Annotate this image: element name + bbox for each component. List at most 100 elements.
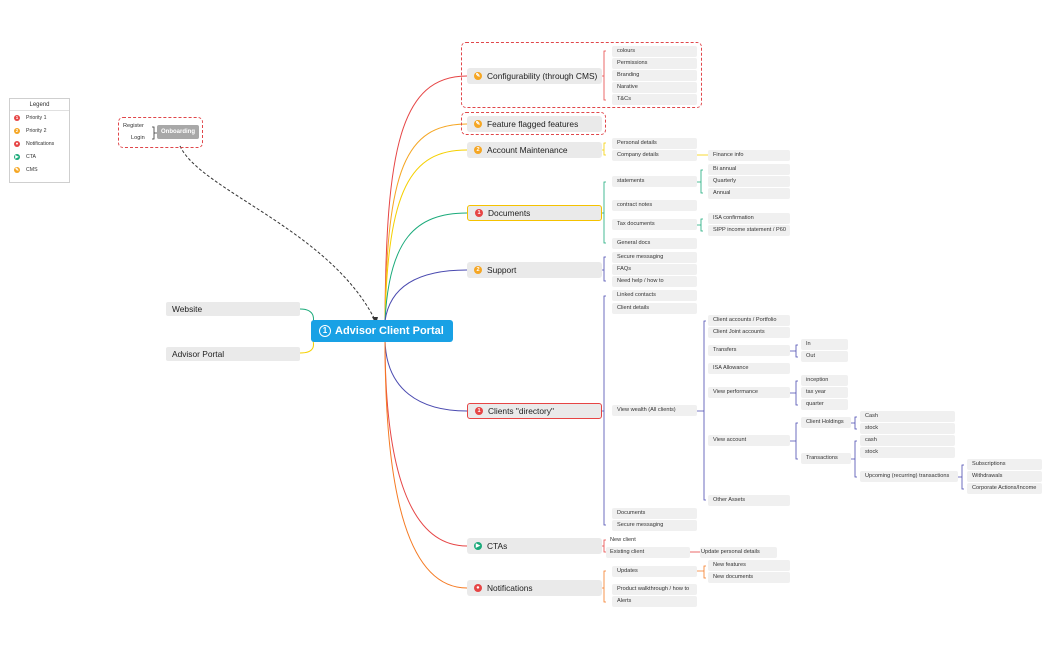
configurability-group <box>461 42 702 108</box>
leaf-transactions-cash[interactable]: cash <box>860 435 955 446</box>
leaf-withdrawals[interactable]: Withdrawals <box>967 471 1042 482</box>
notifications-node[interactable]: ● Notifications <box>467 580 602 596</box>
leaf-contract-notes[interactable]: contract notes <box>612 200 697 211</box>
legend-label: CTA <box>26 154 36 160</box>
legend-item-cms: ✎CMS <box>14 166 38 175</box>
leaf-transfer-out[interactable]: Out <box>801 351 848 362</box>
feature-flagged-node[interactable]: ✎ Feature flagged features <box>467 116 602 132</box>
leaf-annual[interactable]: Annual <box>708 188 790 199</box>
leaf-need-help[interactable]: Need help / how to <box>612 276 697 287</box>
leaf-tax-documents[interactable]: Tax documents <box>612 219 697 230</box>
leaf-colours[interactable]: colours <box>612 46 697 57</box>
leaf-client-details[interactable]: Client details <box>612 303 697 314</box>
legend-item-notifications: ● Notifications <box>14 140 54 149</box>
legend-title: Legend <box>29 102 50 108</box>
account-maintenance-node[interactable]: 2 Account Maintenance <box>467 142 602 158</box>
leaf-joint-accounts[interactable]: Client Joint accounts <box>708 327 790 338</box>
leaf-upcoming-transactions[interactable]: Upcoming (recurring) transactions <box>860 471 958 482</box>
connector-documents <box>384 212 468 322</box>
root-node[interactable]: 1 Advisor Client Portal <box>311 320 453 342</box>
leaf-existing-client[interactable]: Existing client <box>606 547 690 558</box>
leaf-view-account[interactable]: View account <box>708 435 790 446</box>
leaf-isa-confirmation[interactable]: ISA confirmation <box>708 213 790 224</box>
priority-1-icon: 1 <box>319 325 331 337</box>
leaf-personal-details[interactable]: Personal details <box>612 138 697 149</box>
leaf-transfer-in[interactable]: In <box>801 339 848 350</box>
leaf-other-assets[interactable]: Other Assets <box>708 495 790 506</box>
connector-onboarding <box>179 145 376 321</box>
leaf-branding[interactable]: Branding <box>612 70 697 81</box>
leaf-sipp-income[interactable]: SIPP income statement / P60 <box>708 225 790 236</box>
support-node[interactable]: 2 Support <box>467 262 602 278</box>
leaf-company-details[interactable]: Company details <box>612 150 697 161</box>
configurability-node[interactable]: ✎ Configurability (through CMS) <box>467 68 602 84</box>
priority-1-icon: 1 <box>475 407 483 415</box>
leaf-statements[interactable]: statements <box>612 176 697 187</box>
leaf-secure-messaging[interactable]: Secure messaging <box>612 252 697 263</box>
leaf-new-features[interactable]: New features <box>708 560 790 571</box>
onboarding-node[interactable]: Onboarding <box>157 125 199 139</box>
leaf-alerts[interactable]: Alerts <box>612 596 697 607</box>
feature-flagged-group <box>461 112 606 135</box>
leaf-tax-year[interactable]: tax year <box>801 387 848 398</box>
legend-label: Notifications <box>26 141 55 147</box>
clients-directory-node[interactable]: 1 Clients "directory" <box>467 403 602 419</box>
priority-1-icon: 1 <box>14 114 20 121</box>
connector-notifications <box>384 339 468 589</box>
leaf-quarterly[interactable]: Quarterly <box>708 176 790 187</box>
leaf-new-documents[interactable]: New documents <box>708 572 790 583</box>
leaf-transfers[interactable]: Transfers <box>708 345 790 356</box>
website-node[interactable]: Website <box>166 302 300 316</box>
leaf-faqs[interactable]: FAQs <box>612 264 697 275</box>
documents-node[interactable]: 1 Documents <box>467 205 602 221</box>
leaf-linked-contacts[interactable]: Linked contacts <box>612 290 697 301</box>
register-node[interactable]: Register <box>123 123 144 129</box>
leaf-general-docs[interactable]: General docs <box>612 238 697 249</box>
connector-clients <box>384 339 468 412</box>
leaf-holdings-cash[interactable]: Cash <box>860 411 955 422</box>
support-label: Support <box>487 265 517 275</box>
leaf-isa-allowance[interactable]: ISA Allowance <box>708 363 790 374</box>
ctas-node[interactable]: ▶ CTAs <box>467 538 602 554</box>
leaf-subscriptions[interactable]: Subscriptions <box>967 459 1042 470</box>
leaf-narative[interactable]: Narative <box>612 82 697 93</box>
leaf-tcs[interactable]: T&Cs <box>612 94 697 105</box>
leaf-view-performance[interactable]: View performance <box>708 387 790 398</box>
notifications-icon: ● <box>14 140 20 147</box>
connector-configurability <box>384 75 468 322</box>
login-node[interactable]: Login <box>131 135 145 141</box>
priority-2-icon: 2 <box>14 127 20 134</box>
root-label: Advisor Client Portal <box>335 325 444 337</box>
leaf-quarter[interactable]: quarter <box>801 399 848 410</box>
leaf-inception[interactable]: inception <box>801 375 848 386</box>
leaf-update-personal-details[interactable]: Update personal details <box>700 547 777 558</box>
leaf-product-walkthrough[interactable]: Product walkthrough / how to <box>612 584 697 595</box>
connector-ctas <box>384 339 468 547</box>
leaf-client-holdings[interactable]: Client Holdings <box>801 417 851 428</box>
priority-1-icon: 1 <box>475 209 483 217</box>
feature-flagged-label: Feature flagged features <box>487 119 579 129</box>
leaf-finance-info[interactable]: Finance info <box>708 150 790 161</box>
advisor-portal-node[interactable]: Advisor Portal <box>166 347 300 361</box>
legend-item-cta: ▶CTA <box>14 153 36 162</box>
leaf-client-secure-messaging[interactable]: Secure messaging <box>612 520 697 531</box>
legend-label: CMS <box>26 167 38 173</box>
connector-account-maintenance <box>384 149 468 322</box>
documents-label: Documents <box>488 208 531 218</box>
ctas-label: CTAs <box>487 541 508 551</box>
leaf-transactions-stock[interactable]: stock <box>860 447 955 458</box>
leaf-bi-annual[interactable]: Bi annual <box>708 164 790 175</box>
leaf-permissions[interactable]: Permissions <box>612 58 697 69</box>
leaf-client-accounts[interactable]: Client accounts / Portfolio <box>708 315 790 326</box>
leaf-client-documents[interactable]: Documents <box>612 508 697 519</box>
priority-2-icon: 2 <box>474 146 482 154</box>
leaf-view-wealth[interactable]: View wealth (All clients) <box>612 405 697 416</box>
leaf-updates[interactable]: Updates <box>612 566 697 577</box>
leaf-transactions[interactable]: Transactions <box>801 453 851 464</box>
leaf-holdings-stock[interactable]: stock <box>860 423 955 434</box>
leaf-new-client[interactable]: New client <box>610 537 636 543</box>
leaf-corporate-actions[interactable]: Corporate Actions/Income <box>967 483 1042 494</box>
